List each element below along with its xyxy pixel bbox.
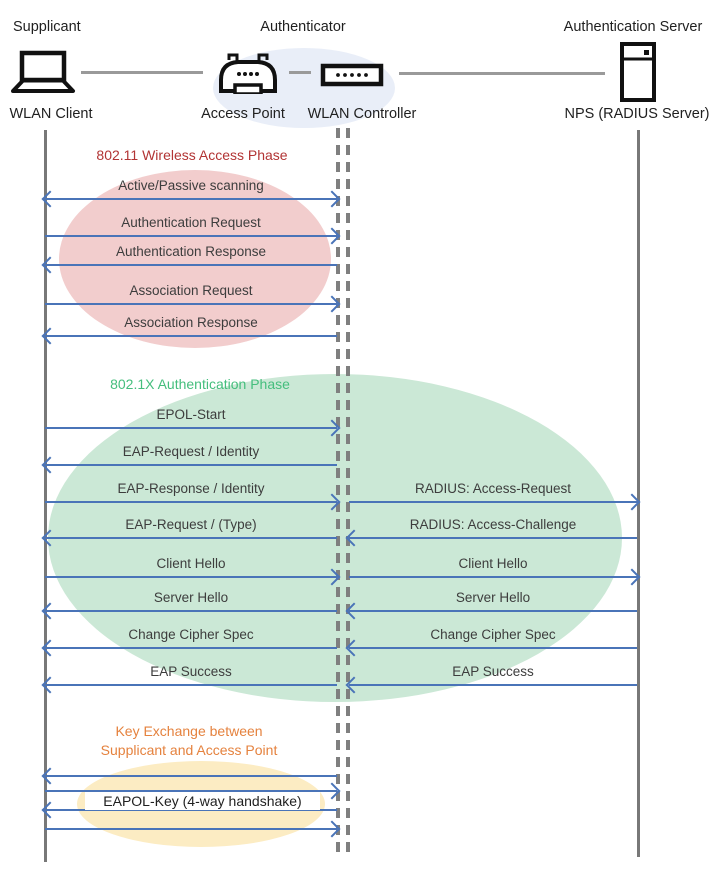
server-icon (619, 42, 657, 102)
message-label: Client Hello (458, 556, 528, 571)
message-label: EAP Success (150, 664, 232, 679)
message-arrow: EAP Success (41, 664, 337, 694)
message-label: Association Response (124, 315, 258, 330)
message-label: Authentication Response (115, 244, 267, 259)
message-arrow: Server Hello (41, 590, 337, 620)
lifeline-authenticator-dash-1 (336, 128, 340, 857)
connector-controller-server (399, 72, 605, 75)
message-arrow: Authentication Request (45, 215, 341, 245)
access-point-icon (216, 48, 280, 94)
phase3-title-line1: Key Exchange between (115, 723, 263, 739)
device-label-nps-server: NPS (RADIUS Server) (564, 106, 710, 122)
wlan-controller-icon (320, 62, 384, 88)
message-arrow: Client Hello (45, 556, 341, 586)
message-arrow: Active/Passive scanning (41, 178, 341, 208)
message-arrow (41, 801, 337, 819)
message-arrow: EPOL-Start (45, 407, 341, 437)
message-arrow: EAP-Request / Identity (41, 444, 337, 474)
lifeline-authenticator-dash-2 (346, 128, 350, 857)
message-arrow: EAP-Request / (Type) (41, 517, 337, 547)
message-label: Change Cipher Spec (128, 627, 254, 642)
device-label-access-point: Access Point (201, 106, 285, 122)
lifeline-auth-server (637, 130, 640, 857)
message-label: EAP Success (452, 664, 534, 679)
message-arrow: Association Request (45, 283, 341, 313)
phase2-title: 802.1X Authentication Phase (110, 376, 290, 392)
message-label: RADIUS: Access-Challenge (409, 517, 577, 532)
message-label: RADIUS: Access-Request (414, 481, 572, 496)
message-arrow (45, 782, 341, 800)
message-arrow: Authentication Response (41, 244, 337, 274)
connector-client-ap (81, 71, 203, 74)
message-arrow (41, 767, 337, 785)
message-arrow: RADIUS: Access-Request (349, 481, 641, 511)
message-label: Change Cipher Spec (430, 627, 556, 642)
eapol-key-label: EAPOL-Key (4-way handshake) (85, 792, 320, 810)
message-arrow: Change Cipher Spec (345, 627, 637, 657)
message-label: Authentication Request (121, 215, 261, 230)
message-label: Active/Passive scanning (118, 178, 264, 193)
message-label: EAP-Request / (Type) (125, 517, 257, 532)
message-label: EAP-Request / Identity (122, 444, 260, 459)
phase3-title: Key Exchange between Supplicant and Acce… (101, 722, 278, 760)
phase3-title-line2: Supplicant and Access Point (100, 742, 278, 758)
message-label: Server Hello (455, 590, 531, 605)
laptop-icon (10, 50, 76, 94)
message-label: Association Request (129, 283, 253, 298)
message-arrow: RADIUS: Access-Challenge (345, 517, 637, 547)
message-arrow: Server Hello (345, 590, 637, 620)
device-label-wlan-client: WLAN Client (9, 106, 93, 122)
lifeline-supplicant (44, 130, 47, 862)
role-label-authenticator: Authenticator (260, 19, 346, 35)
phase1-title: 802.11 Wireless Access Phase (96, 147, 288, 163)
connector-ap-controller (289, 71, 311, 74)
message-arrow (45, 820, 341, 838)
device-label-wlan-controller: WLAN Controller (307, 106, 417, 122)
message-label: Server Hello (153, 590, 229, 605)
role-label-authentication-server: Authentication Server (563, 19, 703, 35)
message-label: EAP-Response / Identity (117, 481, 265, 496)
role-label-supplicant: Supplicant (13, 19, 81, 35)
message-arrow: EAP-Response / Identity (45, 481, 341, 511)
message-arrow: Change Cipher Spec (41, 627, 337, 657)
message-arrow: EAP Success (345, 664, 637, 694)
message-arrow: Client Hello (349, 556, 641, 586)
message-label: Client Hello (156, 556, 226, 571)
message-label: EPOL-Start (156, 407, 226, 422)
message-arrow: Association Response (41, 315, 337, 345)
